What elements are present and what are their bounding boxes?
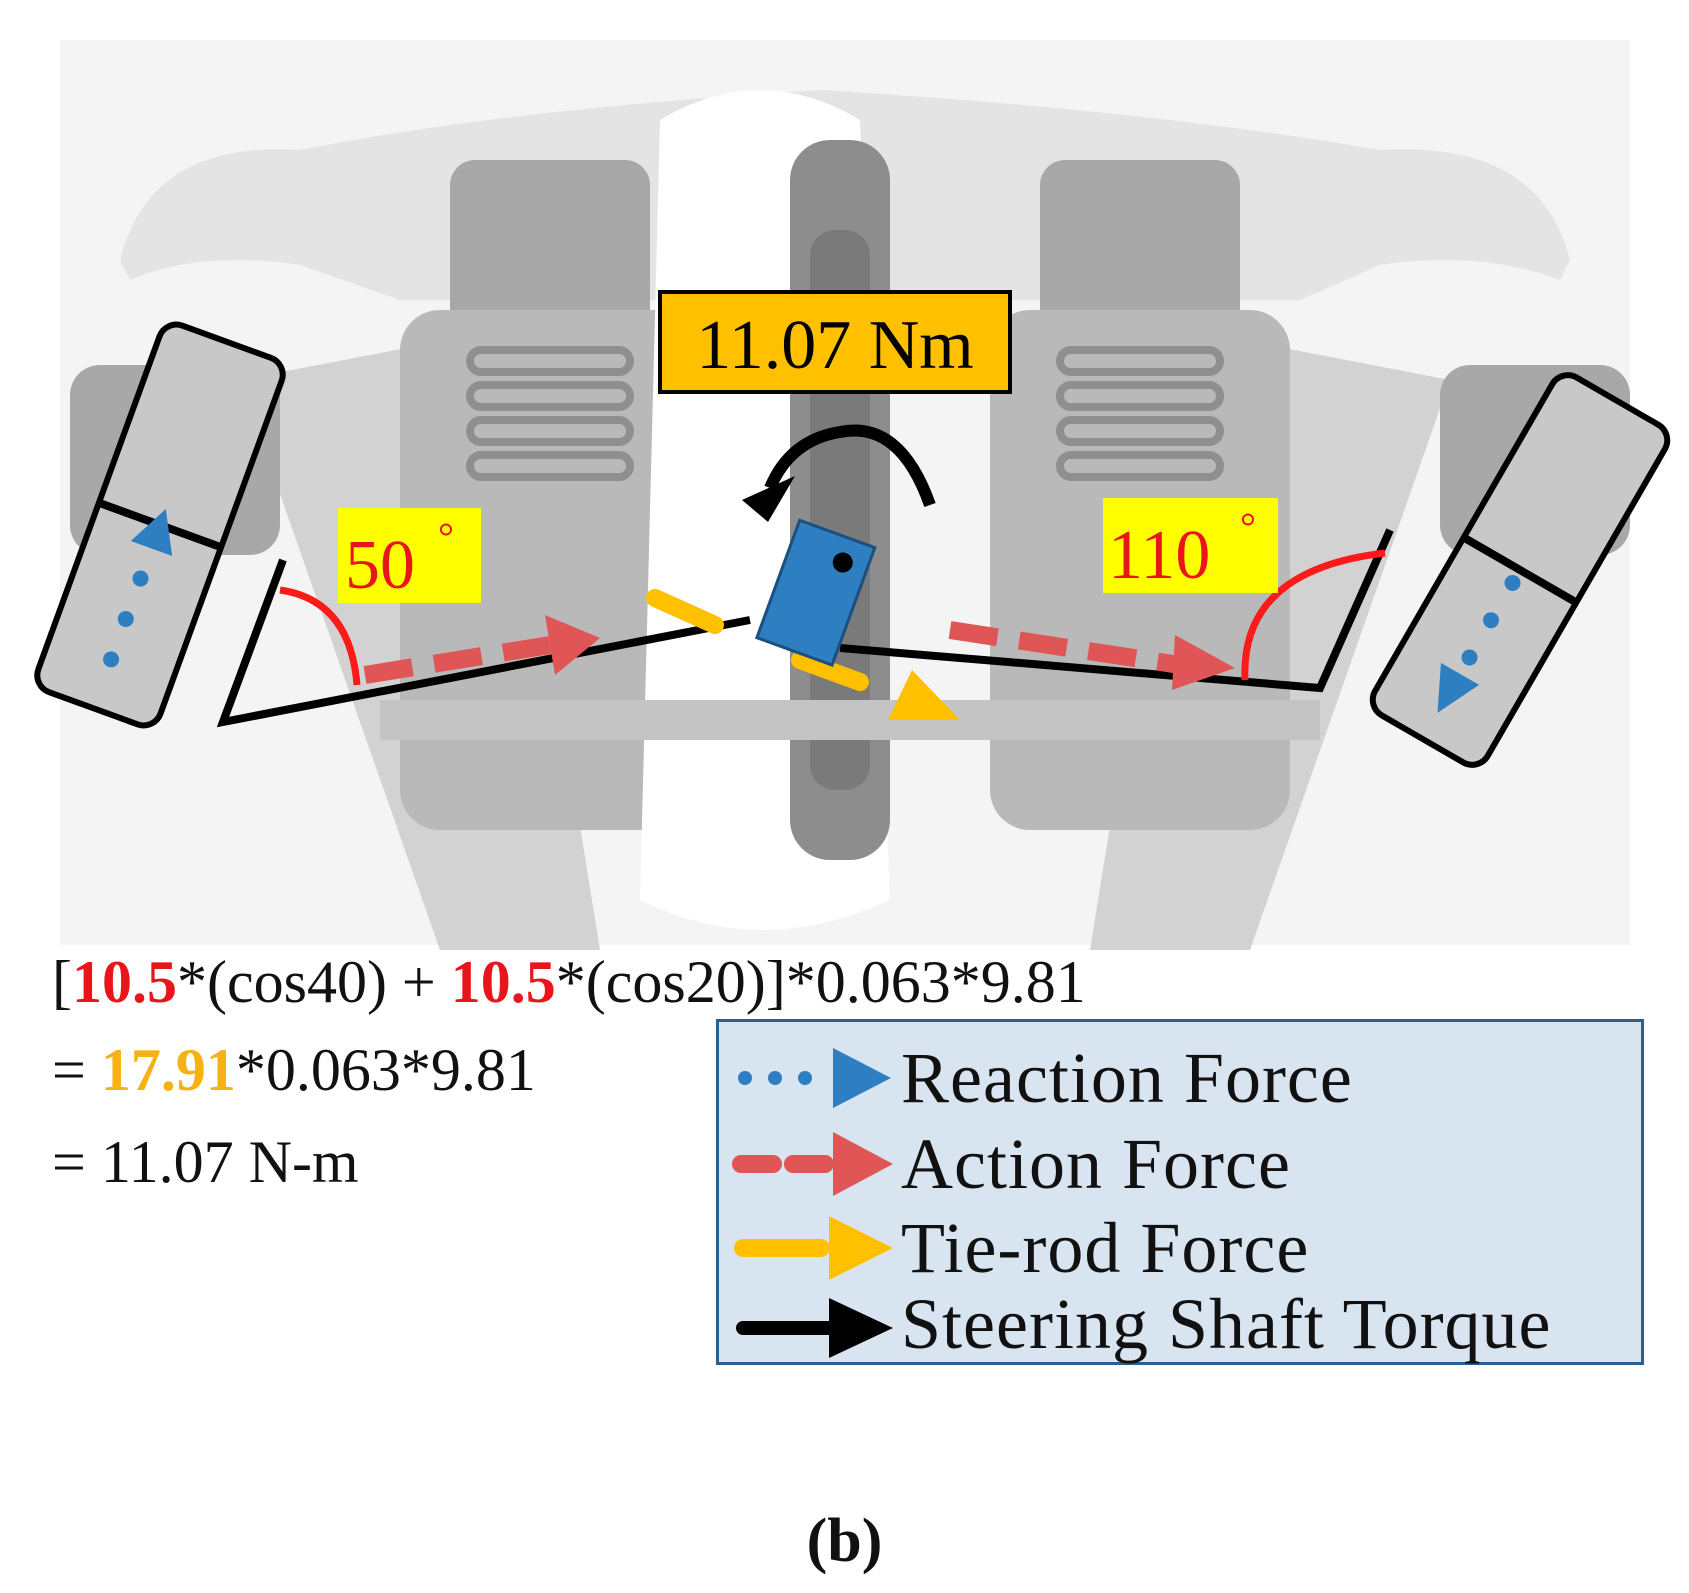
angle-label-right-unit: ° [1240,504,1256,549]
steering-pivot [754,518,877,667]
torque-label: 11.07 Nm [658,290,1012,394]
equation-line-2: = 17.91*0.063*9.81 [52,1040,536,1100]
reaction-arrow-left [130,509,173,557]
legend-label-steering-shaft-torque: Steering Shaft Torque [901,1284,1552,1364]
angle-label-right: 110 ° [1103,498,1278,594]
action-force-right [948,621,1235,690]
legend: Reaction Force Action Force Tie-rod Forc… [716,1019,1644,1365]
eq-sum: 17.91 [100,1037,236,1103]
legend-item-reaction-force: Reaction Force [731,1038,1641,1118]
legend-item-steering-shaft-torque: Steering Shaft Torque [731,1284,1641,1364]
action-force-left [363,615,600,684]
dotted-arrow-icon [738,1048,891,1108]
eq-equals-2: = [52,1037,101,1103]
eq-cos20: *(cos20)]*0.063*9.81 [555,949,1086,1015]
solid-arrow-icon [736,1298,893,1358]
legend-label-reaction-force: Reaction Force [901,1038,1353,1118]
rotation-arrow-icon [742,424,936,522]
legend-item-action-force: Action Force [731,1124,1641,1204]
eq-bracket: [ [52,949,72,1015]
tie-rod-force [646,589,960,720]
equation-line-1: [10.5*(cos40) + 10.5*(cos20)]*0.063*9.81 [52,952,1086,1012]
torque-label-text: 11.07 Nm [696,307,973,384]
vehicle-background [60,40,1630,950]
angle-label-left: 50 ° [338,508,481,604]
legend-label-action-force: Action Force [901,1124,1291,1204]
angle-label-left-value: 50 [345,527,415,604]
equation-line-3: = 11.07 N-m [52,1129,359,1195]
eq-term-2: 10.5 [450,949,556,1015]
eq-term-1: 10.5 [71,949,177,1015]
eq-multipliers: *0.063*9.81 [235,1037,536,1103]
right-angle-arc [1241,549,1386,681]
angle-label-left-unit: ° [438,514,454,559]
left-angle-arc [279,586,361,686]
reaction-arrow-right [1437,662,1480,713]
angle-label-left-bg [338,508,481,603]
torque-label-box [658,290,1012,394]
left-wheel [34,321,286,729]
legend-label-tie-rod-force: Tie-rod Force [901,1208,1310,1288]
figure-caption: (b) [806,1507,883,1575]
angle-label-right-bg [1103,498,1278,593]
right-wheel [1369,372,1671,768]
bar-arrow-icon [734,1216,893,1280]
angle-label-right-value: 110 [1108,517,1210,594]
dashed-arrow-icon [732,1132,893,1196]
legend-item-tie-rod-force: Tie-rod Force [731,1208,1641,1288]
eq-cos40: *(cos40) + [176,949,451,1015]
